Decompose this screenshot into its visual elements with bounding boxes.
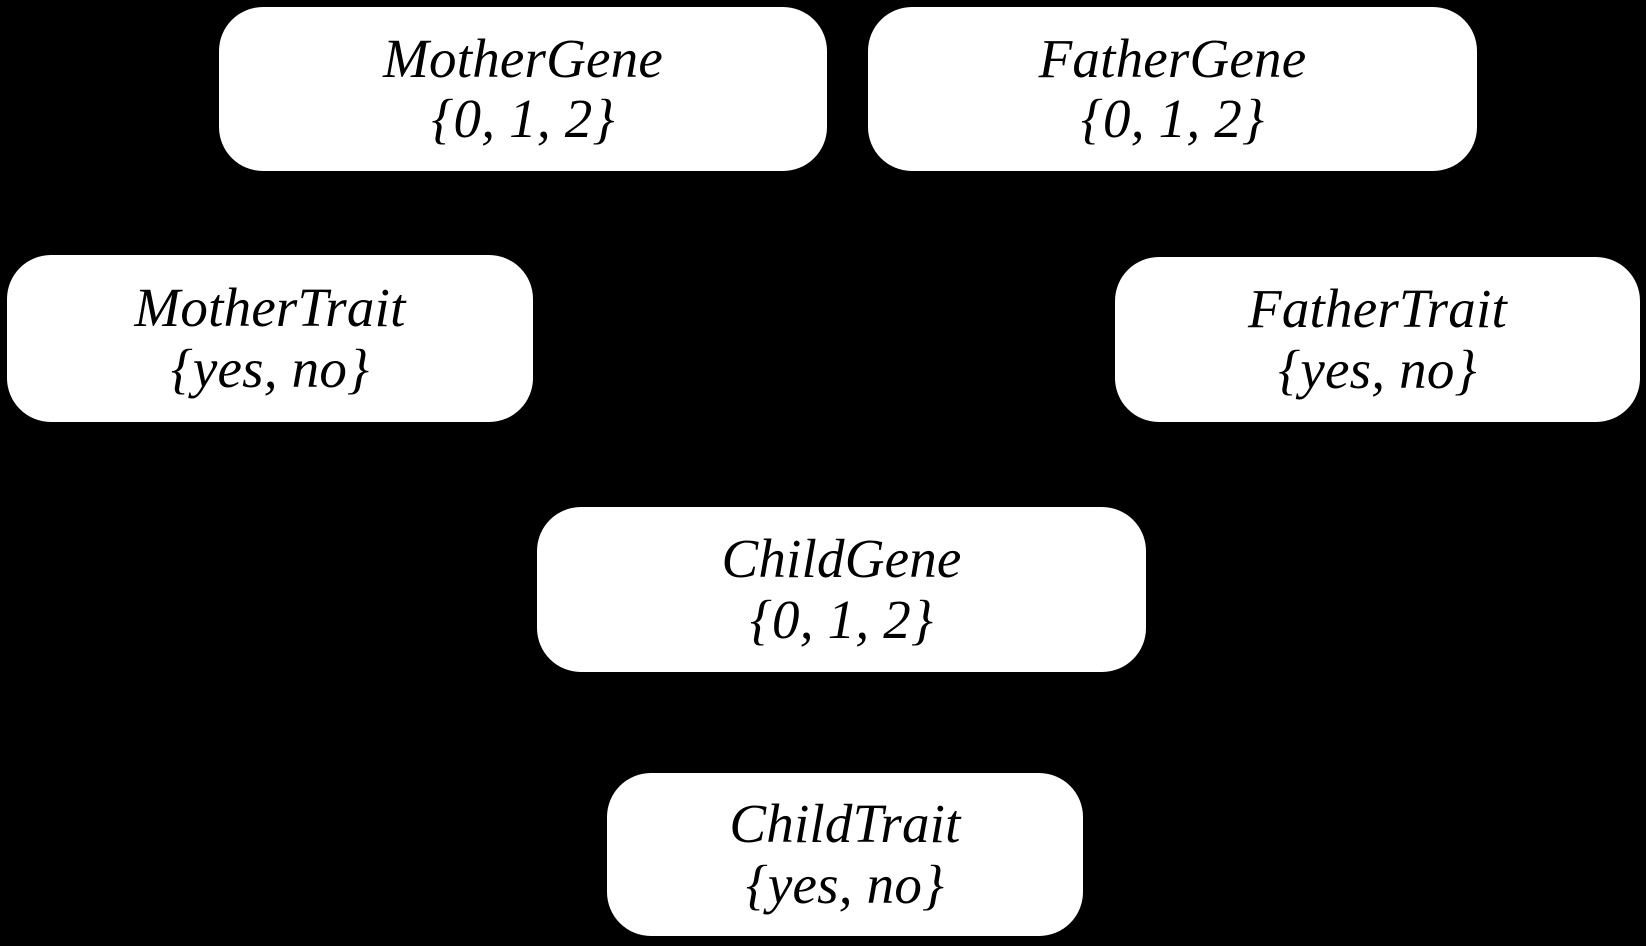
node-mother-trait-label: MotherTrait xyxy=(134,277,406,339)
node-child-trait[interactable]: ChildTrait {yes, no} xyxy=(607,773,1083,936)
node-father-trait-label: FatherTrait xyxy=(1248,278,1507,340)
node-mother-trait[interactable]: MotherTrait {yes, no} xyxy=(7,255,533,422)
node-father-gene-label: FatherGene xyxy=(1038,27,1307,89)
node-father-gene[interactable]: FatherGene {0, 1, 2} xyxy=(868,7,1477,171)
node-mother-gene[interactable]: MotherGene {0, 1, 2} xyxy=(219,7,827,171)
node-father-trait[interactable]: FatherTrait {yes, no} xyxy=(1115,257,1640,422)
node-father-gene-domain: {0, 1, 2} xyxy=(1080,88,1265,149)
node-child-gene[interactable]: ChildGene {0, 1, 2} xyxy=(537,507,1146,672)
node-child-trait-label: ChildTrait xyxy=(729,793,961,855)
node-child-gene-domain: {0, 1, 2} xyxy=(749,588,934,650)
node-child-gene-label: ChildGene xyxy=(721,528,962,590)
node-child-trait-domain: {yes, no} xyxy=(745,853,945,915)
node-mother-gene-label: MotherGene xyxy=(383,27,663,89)
node-father-trait-domain: {yes, no} xyxy=(1278,338,1477,400)
node-mother-trait-domain: {yes, no} xyxy=(170,337,370,399)
node-mother-gene-domain: {0, 1, 2} xyxy=(431,88,615,149)
